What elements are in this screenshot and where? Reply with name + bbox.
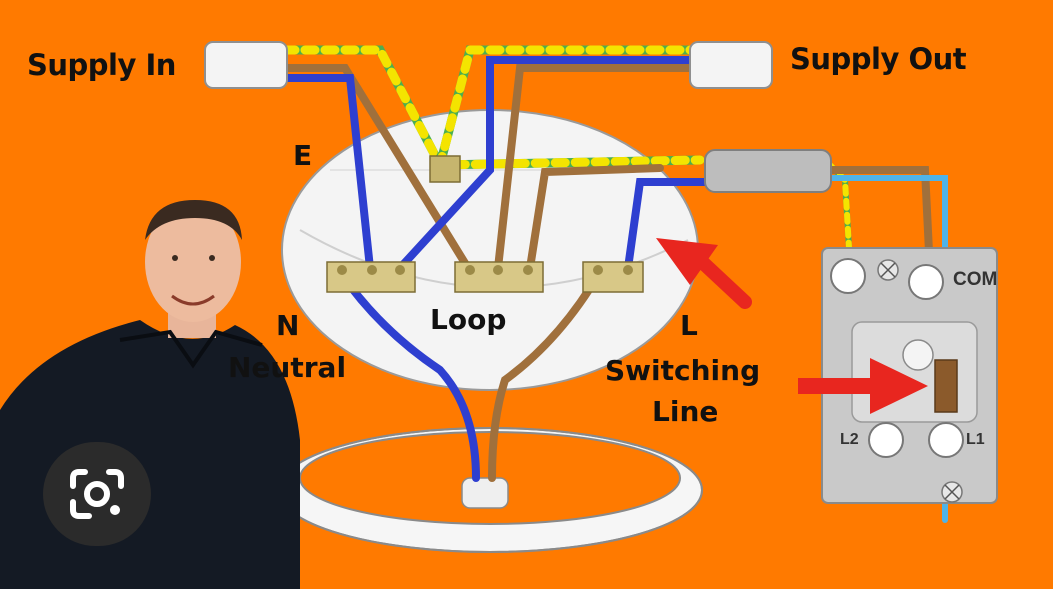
- supply-out-label: Supply Out: [790, 42, 967, 76]
- neutral-word-label: Neutral: [228, 351, 347, 384]
- flex-grommet: [461, 477, 509, 509]
- switching-label: Switching: [605, 354, 761, 387]
- red-arrow-switch-terminal: [798, 358, 928, 414]
- cable-sheaths: [204, 41, 832, 193]
- neutral-wires: [281, 56, 709, 482]
- google-lens-icon: [70, 469, 124, 519]
- earth-label: E: [293, 139, 313, 172]
- terminal-blocks: [326, 155, 644, 293]
- supply-in-label: Supply In: [27, 48, 176, 82]
- loop-label: Loop: [430, 303, 507, 336]
- l2-terminal-label: L2: [840, 431, 859, 448]
- google-lens-button[interactable]: [43, 442, 151, 546]
- neutral-letter-label: N: [276, 309, 300, 342]
- com-terminal-label: COM: [953, 269, 998, 290]
- red-arrow-switching-line: [656, 238, 752, 309]
- line-letter-label: L: [680, 309, 698, 342]
- line-word-label: Line: [652, 395, 719, 428]
- l1-terminal-label: L1: [966, 431, 985, 448]
